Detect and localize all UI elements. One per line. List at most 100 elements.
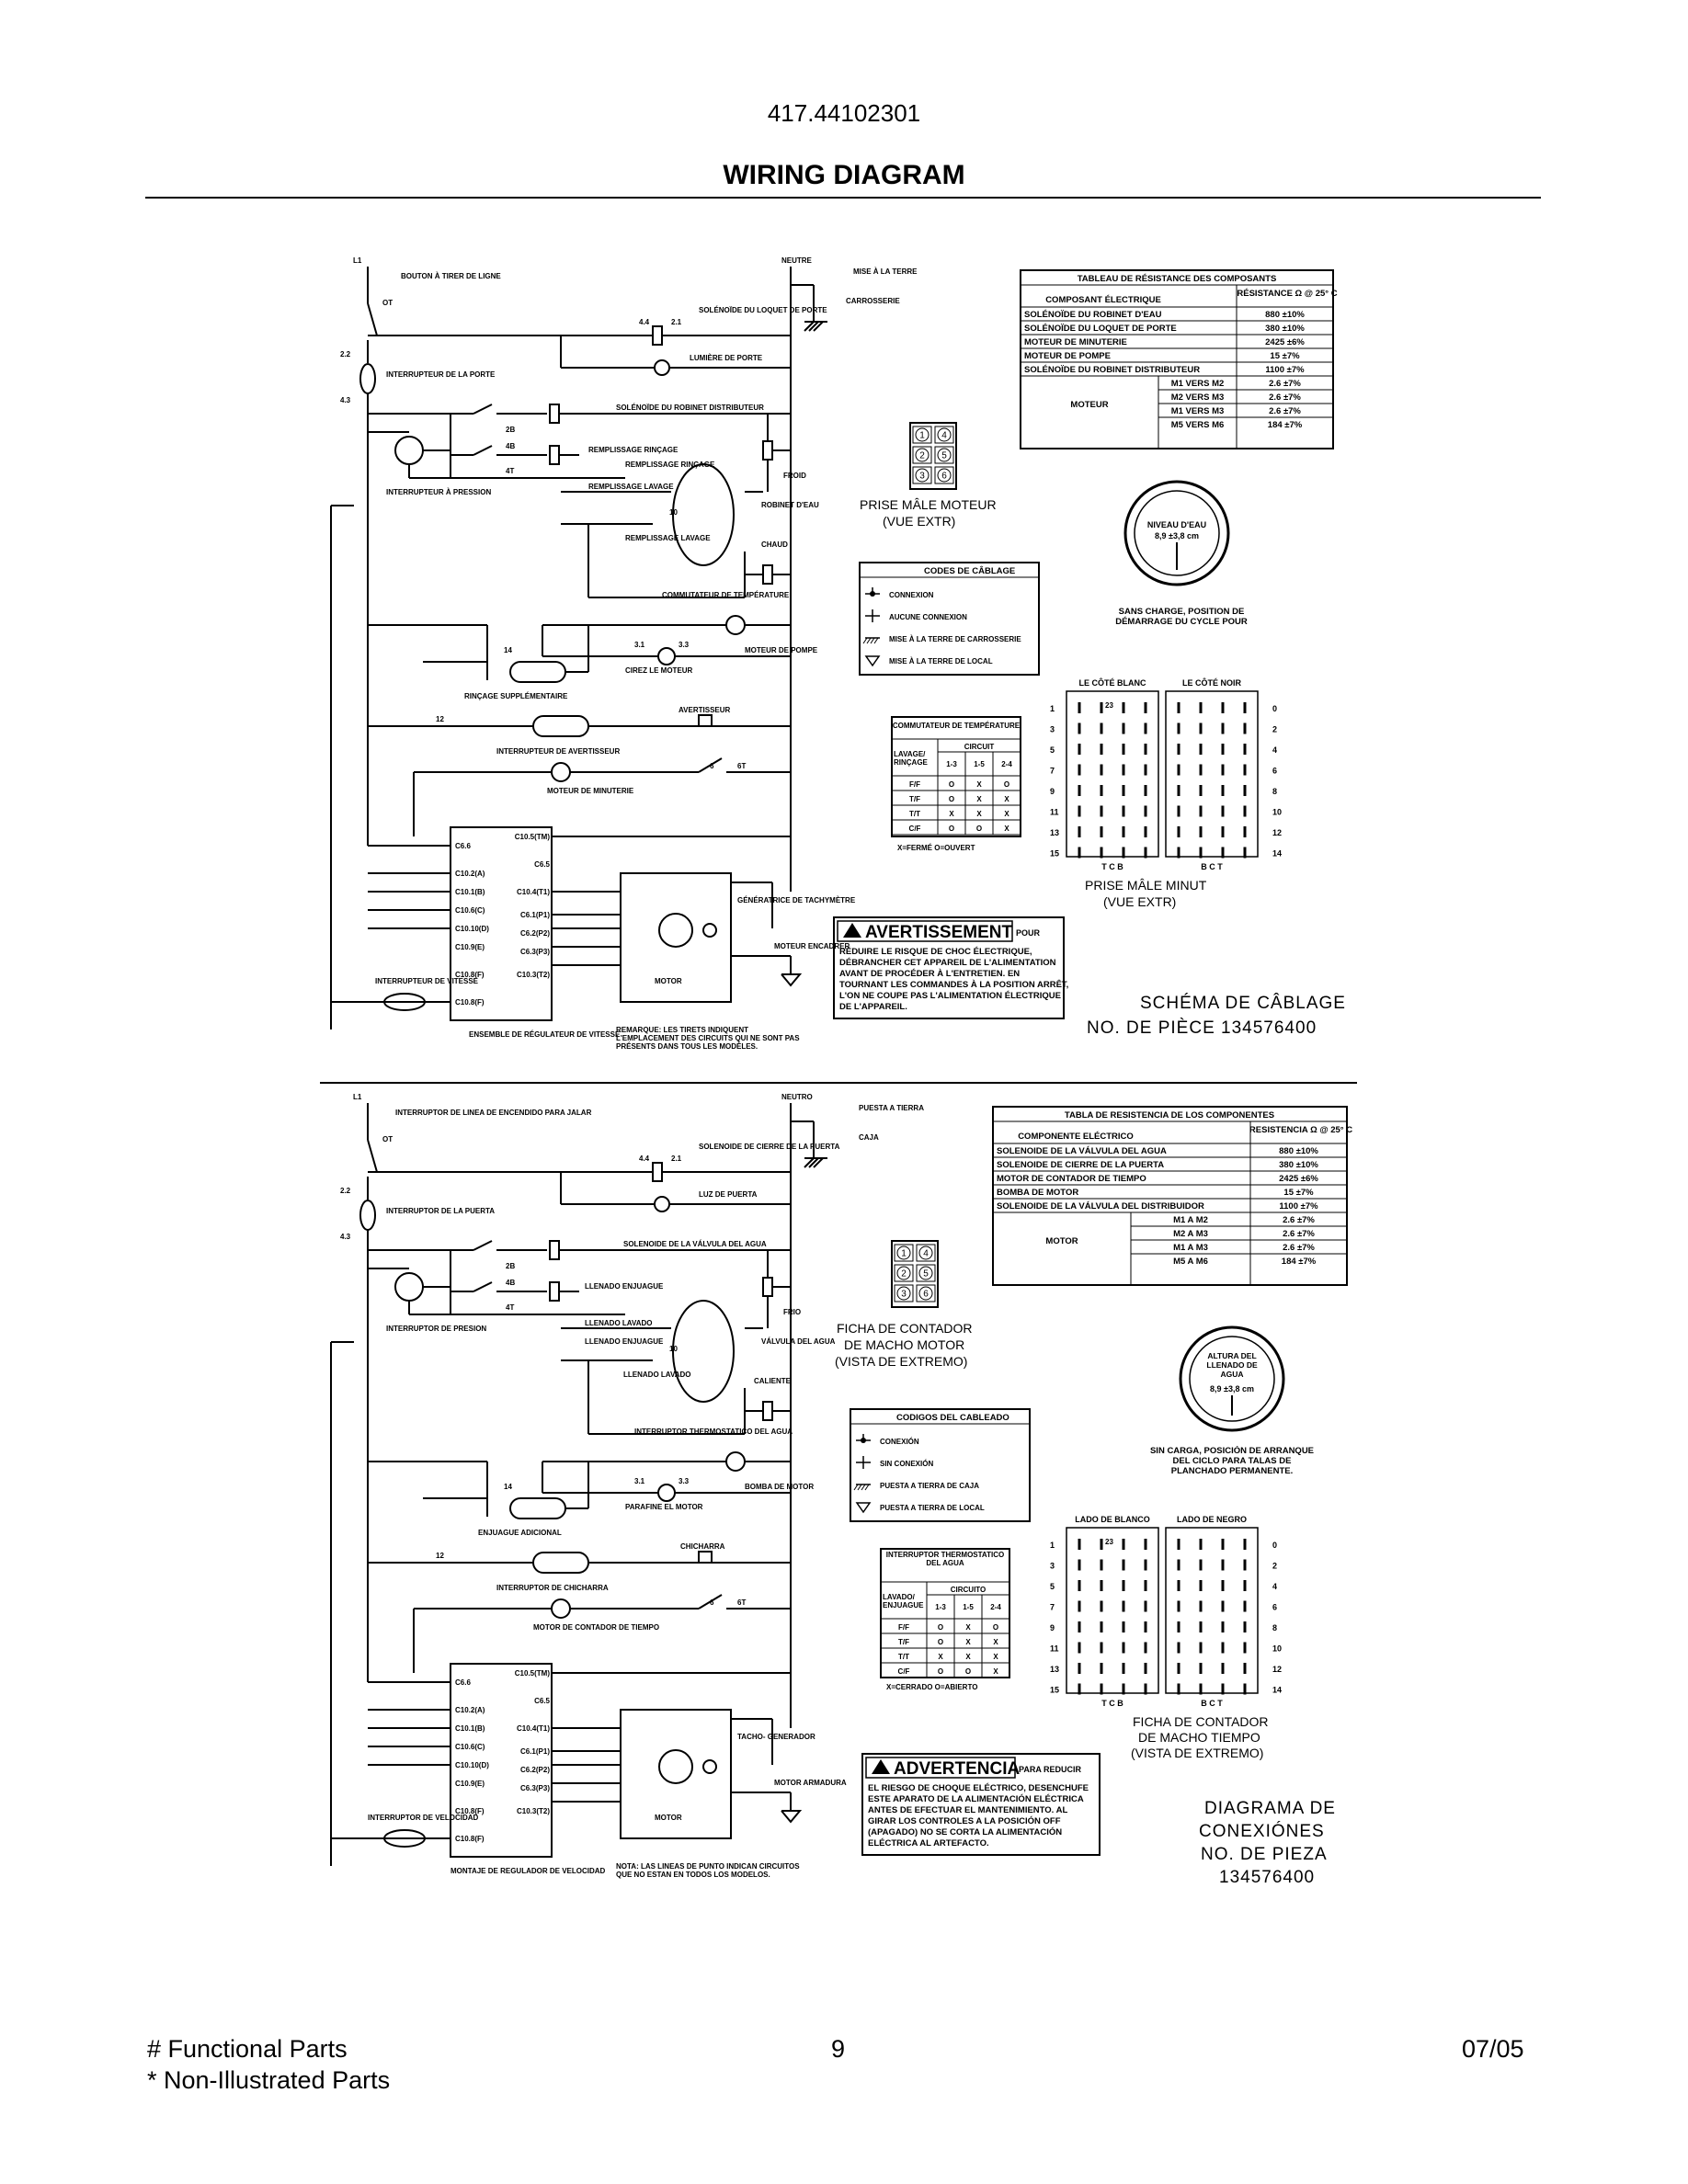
regulator-terminal-right: C6.3(P3)	[520, 1784, 550, 1792]
temp-table-cell: C/F	[909, 825, 921, 833]
warning-lead: POUR	[1016, 928, 1041, 938]
water-level-gauge-fr: NIVEAU D'EAU 8,9 ±3,8 cm	[1123, 480, 1230, 586]
door-lock-label-es: SOLENOIDE DE CIERRE DE LA PUERTA	[699, 1143, 840, 1151]
terminal-10: 10	[669, 508, 678, 517]
temp-table-col: 1-3	[935, 1603, 946, 1611]
temp-table-title: COMMUTATEUR DE TEMPÉRATURE	[893, 722, 1021, 730]
warning-box-es: ! ADVERTENCIA PARA REDUCIR EL RIESGO DE …	[861, 1753, 1101, 1856]
terminal-4-4-es: 4.4	[639, 1155, 650, 1163]
regulator-terminal-left: C10.8(F)	[455, 1807, 485, 1815]
footer-date: 07/05	[1462, 2035, 1524, 2063]
terminal-3-3: 3.3	[679, 641, 690, 649]
regulator-terminal-left: C10.2(A)	[455, 870, 485, 878]
timer-black-side: LADO DE NEGRO	[1177, 1515, 1247, 1524]
chassis-label: CARROSSERIE	[846, 297, 900, 305]
speed-switch-label: INTERRUPTEUR DE VITESSE	[375, 977, 479, 985]
door-lock-label: SOLÉNOÏDE DU LOQUET DE PORTE	[699, 306, 827, 314]
water-level-gauge-es: ALTURA DEL LLENADO DE AGUA 8,9 ±3,8 cm	[1179, 1325, 1285, 1432]
wiring-code-label: PUESTA A TIERRA DE CAJA	[880, 1482, 979, 1490]
timer-white-side: LADO DE BLANCO	[1075, 1515, 1150, 1524]
temp-table-cell: O	[965, 1667, 971, 1676]
valve-label: ROBINET D'EAU	[761, 501, 819, 509]
terminal-2b-es: 2B	[506, 1262, 515, 1270]
regulator-terminal-left: C10.8(F)	[455, 998, 485, 1007]
timer-pin-23: 23	[1105, 1538, 1113, 1546]
dispenser-solenoid-label-es: SOLENOIDE DE LA VÁLVULA DEL AGUA	[623, 1240, 767, 1248]
resistance-table-fr: TABLEAU DE RÉSISTANCE DES COMPOSANTS COM…	[1020, 269, 1338, 449]
temp-switch-label-es: INTERRUPTOR THERMOSTATICO DEL AGUA	[634, 1428, 793, 1436]
chassis-label-es: CAJA	[859, 1133, 879, 1142]
motor-plug-caption-es: FICHA DE CONTADOR	[837, 1321, 973, 1336]
timer-pin-right: 8	[1272, 1623, 1277, 1632]
pressure-switch-label-es: INTERRUPTOR DE PRESION	[386, 1325, 486, 1333]
schema-part-number: NO. DE PIÈCE 134576400	[1087, 1018, 1317, 1038]
drive-motor-label: MOTEUR ENCADRER	[774, 942, 850, 950]
wiring-code-label: CONEXIÓN	[880, 1438, 919, 1446]
resistance-row-label: BOMBA DE MOTOR	[997, 1188, 1078, 1198]
resistance-row-label: SOLENOIDE DE LA VÁLVULA DEL DISTRIBUIDOR	[997, 1201, 1204, 1211]
plug-pin-number: 1	[901, 1249, 907, 1259]
resistance-col-component: COMPOSANT ÉLECTRIQUE	[1045, 295, 1161, 305]
temp-table-cell: X	[976, 795, 982, 803]
temp-table-col: 2-4	[990, 1603, 1001, 1611]
temp-table-cell: O	[949, 825, 954, 833]
water-level-label-es: ALTURA DEL LLENADO DE AGUA	[1206, 1351, 1258, 1379]
temp-table-cell: X	[993, 1667, 998, 1676]
terminal-2-1: 2.1	[671, 318, 682, 326]
terminal-2b: 2B	[506, 426, 515, 434]
note-text-es: NOTA: LAS LINEAS DE PUNTO INDICAN CIRCUI…	[616, 1862, 800, 1879]
drive-motor-label-es: MOTOR ARMADURA	[774, 1779, 847, 1787]
resistance-motor-row-value: 184 ±7%	[1268, 420, 1303, 430]
temp-switch-table-es: INTERRUPTOR THERMOSTATICO DEL AGUA CIRCU…	[880, 1548, 1010, 1678]
temp-table-cell: O	[949, 795, 954, 803]
terminal-4-3-es: 4.3	[340, 1233, 351, 1241]
resistance-motor-row-label: M5 A M6	[1173, 1257, 1208, 1267]
resistance-motor-row-label: M1 A M2	[1173, 1215, 1208, 1225]
temp-table-cell: T/T	[909, 810, 920, 818]
terminal-3-1: 3.1	[634, 641, 645, 649]
timer-black-foot: B C T	[1201, 1699, 1223, 1708]
terminal-3-3-es: 3.3	[679, 1477, 690, 1485]
temp-table-cell: O	[1004, 780, 1009, 789]
timer-plug-caption-es: FICHA DE CONTADOR	[1133, 1714, 1269, 1729]
door-switch-label: INTERRUPTEUR DE LA PORTE	[386, 370, 496, 379]
dispenser-solenoid-label: SOLÉNOÏDE DU ROBINET DISTRIBUTEUR	[616, 404, 764, 412]
timer-pin-left: 7	[1050, 767, 1055, 776]
warning-box-fr: ! AVERTISSEMENT POUR RÉDUIRE LE RISQUE D…	[833, 916, 1068, 1019]
resistance-table-es: TABLA DE RESISTENCIA DE LOS COMPONENTES …	[992, 1106, 1352, 1286]
timer-pin-right: 6	[1272, 767, 1277, 776]
warning-lead-es: PARA REDUCIR	[1019, 1765, 1082, 1774]
water-level-label: NIVEAU D'EAU	[1147, 520, 1206, 529]
speed-assembly-label: ENSEMBLE DE RÉGULATEUR DE VITESSE	[469, 1030, 621, 1039]
resistance-row-value: 880 ±10%	[1279, 1146, 1318, 1156]
timer-white-side: LE CÔTÉ BLANC	[1079, 677, 1146, 688]
temp-table-col: 1-5	[974, 760, 985, 768]
rinse-fill-label-2-es: LLENADO ENJUAGUE	[585, 1337, 664, 1346]
schema-label-2-es: CONEXIÓNES	[1199, 1821, 1325, 1841]
terminal-6-es: 6	[710, 1598, 714, 1607]
rinse-fill-label: REMPLISSAGE RINÇAGE	[588, 446, 679, 454]
wiring-diagram-french: L1 BOUTON À TIRER DE LIGNE OT NEUTRE MIS…	[330, 256, 1345, 1051]
temp-table-cell: X	[993, 1638, 998, 1646]
timer-pin-right: 10	[1272, 1644, 1282, 1654]
motor-plug-caption-2-es: DE MACHO MOTOR	[844, 1337, 964, 1352]
timer-pin-right: 6	[1272, 1603, 1277, 1612]
regulator-terminal-right: C10.3(T2)	[517, 971, 550, 979]
temp-table-cell: T/T	[898, 1653, 909, 1661]
regulator-terminal-left: C10.1(B)	[455, 1724, 485, 1733]
temp-table-row-header: LAVAGE/ RINÇAGE	[894, 750, 928, 767]
l1-label-es: L1	[353, 1093, 362, 1101]
regulator-terminal-right: C10.5(TM)	[515, 833, 551, 841]
warning-line: DE L'APPAREIL.	[839, 1002, 907, 1012]
warning-line: TOURNANT LES COMMANDES À LA POSITION ARR…	[839, 979, 1068, 990]
motor-plug-caption-2: (VUE EXTR)	[883, 514, 955, 529]
resistance-motor-row-value: 2.6 ±7%	[1269, 379, 1301, 389]
plug-pin-number: 2	[919, 451, 925, 461]
wiring-code-label: SIN CONEXIÓN	[880, 1460, 933, 1468]
regulator-terminal-left: C10.10(D)	[455, 925, 489, 933]
plug-pin-number: 5	[923, 1269, 929, 1280]
temp-table-cell: X	[976, 810, 982, 818]
